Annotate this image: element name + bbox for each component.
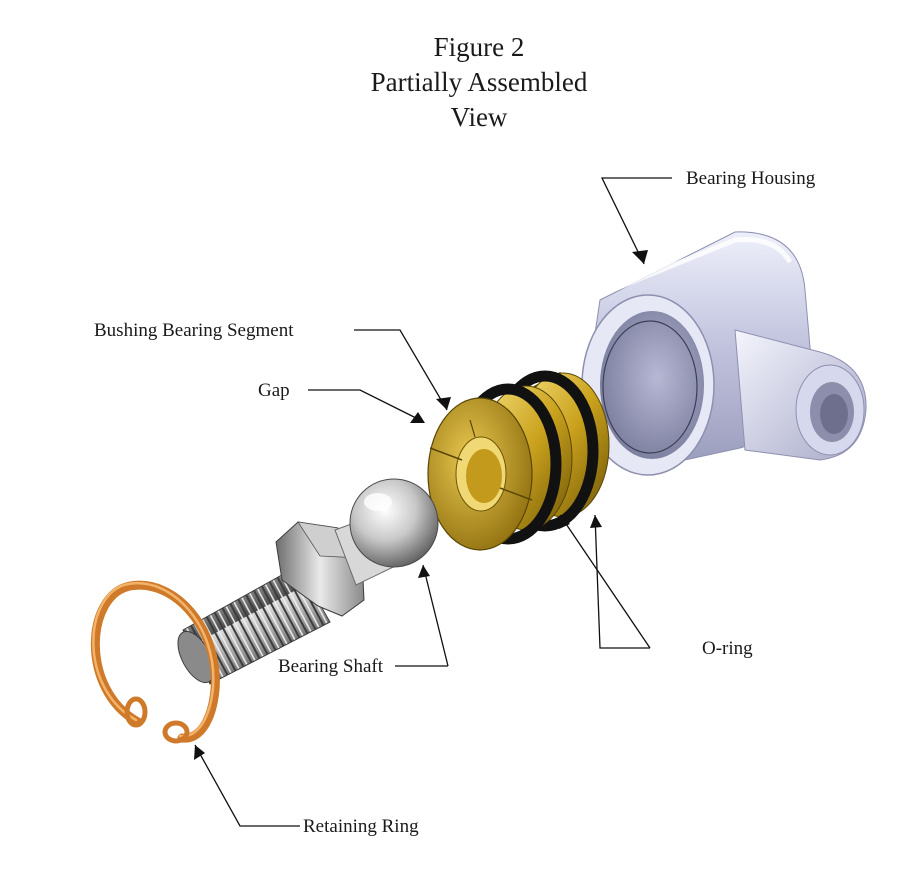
label-retaining-ring: Retaining Ring bbox=[303, 816, 419, 837]
leader-lines bbox=[194, 177, 672, 827]
figure-title-line-2: Partially Assembled bbox=[370, 67, 588, 97]
bearing-housing bbox=[581, 231, 867, 476]
label-bearing-housing: Bearing Housing bbox=[686, 168, 816, 189]
retaining-ring bbox=[90, 580, 220, 744]
label-gap: Gap bbox=[258, 380, 290, 401]
figure-title-line-3: View bbox=[450, 102, 508, 132]
figure-title: Figure 2 Partially Assembled View bbox=[0, 30, 900, 135]
label-o-ring: O-ring bbox=[702, 638, 753, 659]
ball-end bbox=[349, 478, 439, 568]
gap-line bbox=[429, 447, 463, 461]
figure-title-line-1: Figure 2 bbox=[433, 32, 525, 62]
bearing-shaft bbox=[177, 478, 439, 685]
retaining-ring-lug-right bbox=[162, 720, 190, 744]
label-bearing-shaft: Bearing Shaft bbox=[278, 656, 384, 677]
label-bushing-bearing-segment: Bushing Bearing Segment bbox=[94, 320, 294, 341]
retaining-ring-lug-left bbox=[124, 696, 148, 728]
bushing-bearing-assembly bbox=[427, 370, 610, 551]
